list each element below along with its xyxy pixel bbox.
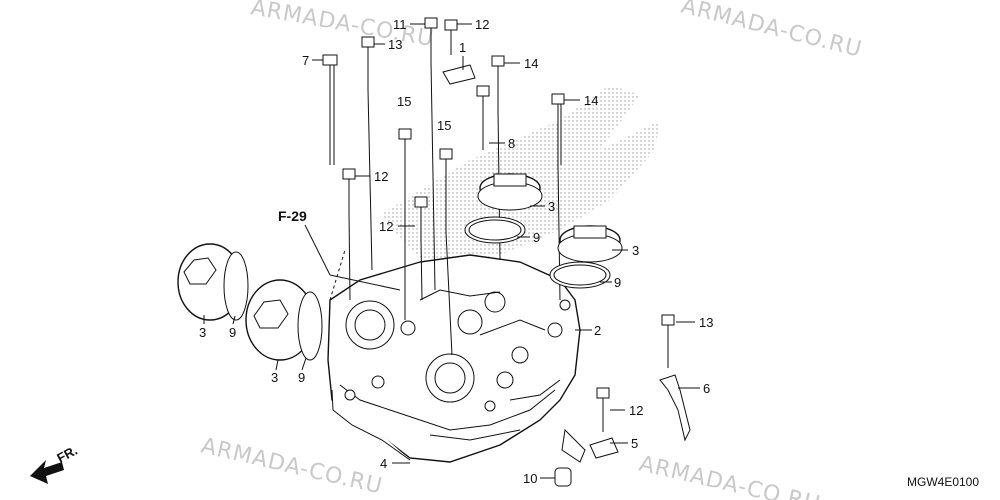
callout-3-left-2: 3 <box>271 370 278 385</box>
callout-15-b: 15 <box>437 118 451 133</box>
callout-15-a: 15 <box>397 94 411 109</box>
callout-9-mid: 9 <box>614 275 621 290</box>
o-rings <box>464 216 611 289</box>
callout-9-left-2: 9 <box>298 370 305 385</box>
bolts <box>322 17 675 432</box>
callout-14-top: 14 <box>524 56 538 71</box>
callout-12-mid: 12 <box>379 219 393 234</box>
figure-code: MGW4E0100 <box>907 475 979 489</box>
leader-lines <box>203 23 700 479</box>
reference-label: F-29 <box>278 208 307 224</box>
callout-14-right: 14 <box>584 93 598 108</box>
callout-2: 2 <box>594 323 601 338</box>
callout-11: 11 <box>393 17 407 32</box>
callout-3-top: 3 <box>548 199 555 214</box>
front-direction-arrow: FR. <box>30 443 80 484</box>
plug-caps <box>177 173 623 361</box>
watermark-top-center: ARMADA-CO.RU <box>249 0 436 52</box>
watermark-bottom-right: ARMADA-CO.RU <box>637 451 823 500</box>
callout-12-right: 12 <box>629 403 643 418</box>
callout-12-left: 12 <box>374 169 388 184</box>
callout-10: 10 <box>523 471 537 486</box>
watermark-top-right: ARMADA-CO.RU <box>679 0 865 63</box>
callout-6: 6 <box>703 381 710 396</box>
callout-9-left-1: 9 <box>229 325 236 340</box>
callout-3-mid: 3 <box>632 243 639 258</box>
callout-13-top: 13 <box>388 37 402 52</box>
callout-13-right: 13 <box>699 315 713 330</box>
front-direction-label: FR. <box>54 443 80 466</box>
callout-4: 4 <box>380 456 387 471</box>
cylinder-head-cover <box>327 254 581 463</box>
callout-3-left-1: 3 <box>199 325 206 340</box>
callout-12-top: 12 <box>475 17 489 32</box>
callout-9-top: 9 <box>533 230 540 245</box>
callout-1: 1 <box>459 40 466 55</box>
watermark-bottom-center: ARMADA-CO.RU <box>199 433 385 499</box>
callout-7: 7 <box>302 53 309 68</box>
callout-5: 5 <box>631 436 638 451</box>
callouts: 11 12 1 13 7 14 14 15 15 8 12 12 3 9 3 9… <box>199 17 713 486</box>
callout-8: 8 <box>508 136 515 151</box>
